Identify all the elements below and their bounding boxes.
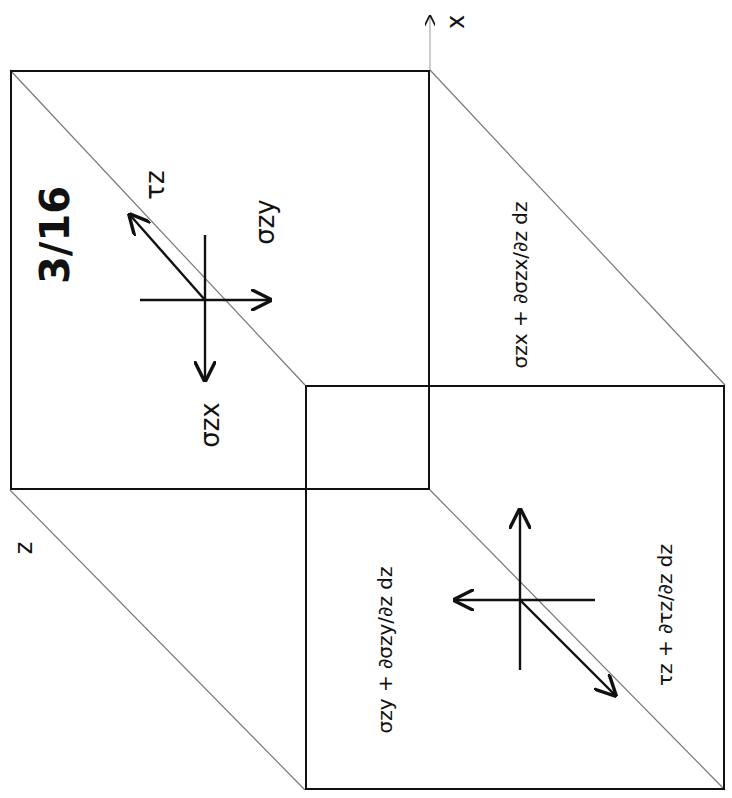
- note-label: 3/16: [33, 184, 77, 286]
- stress-label: σzx: [196, 400, 225, 450]
- stress-label: τz + ∂τz/∂z dz: [654, 542, 676, 688]
- stress-arrows: [130, 215, 615, 695]
- stress-label: σzy: [251, 197, 280, 247]
- stress-label: σzy + ∂σzy/∂z dz: [374, 565, 396, 736]
- stress-label: τz: [141, 168, 170, 201]
- axis-label: z: [11, 540, 37, 557]
- stress-label: σzx + ∂σzx/∂z dz: [509, 200, 531, 371]
- axis-label: x: [443, 13, 469, 31]
- x-axis: [429, 16, 430, 70]
- prism-edges: [10, 70, 725, 790]
- stress-face: σzx + ∂σzx/∂z dzσzy + ∂σzy/∂z dzτz + ∂τz…: [305, 385, 725, 790]
